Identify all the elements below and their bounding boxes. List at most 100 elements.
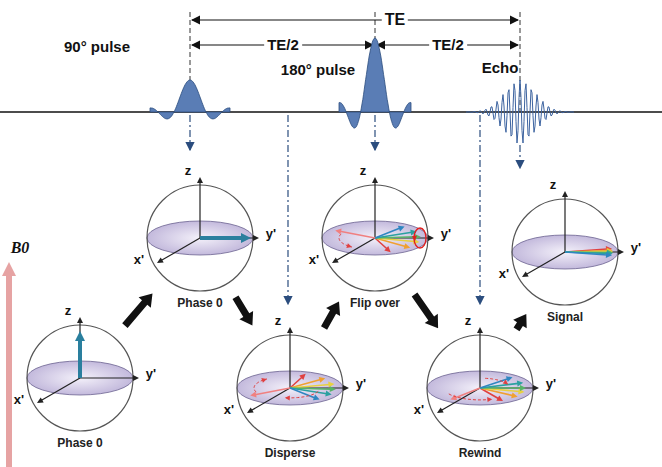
sphere-caption: Phase 0 — [57, 436, 102, 450]
arrowhead — [522, 271, 529, 277]
axis-label: y' — [631, 241, 641, 255]
bloch-sphere-node: Flip over — [320, 183, 430, 293]
arrowhead — [37, 397, 44, 403]
arrowhead — [328, 382, 334, 388]
arrowhead — [511, 392, 518, 398]
arrowhead — [157, 257, 164, 263]
axis-label: y' — [441, 227, 451, 241]
sphere-caption: Disperse — [265, 446, 316, 460]
arrowhead — [520, 385, 526, 391]
arrowhead — [285, 395, 290, 400]
arrowhead — [197, 177, 203, 183]
flow-arrow — [122, 293, 152, 328]
spin-vector — [255, 388, 290, 395]
arrowhead — [428, 235, 434, 241]
arrowhead — [398, 226, 405, 232]
z-axis — [79, 322, 80, 378]
arrowhead — [325, 391, 331, 397]
sphere-drawing — [235, 333, 345, 443]
arrowhead — [606, 252, 612, 258]
dashdot-arrows — [190, 115, 520, 304]
pulse-180 — [339, 38, 411, 128]
bloch-sphere-node: Signal — [510, 197, 620, 307]
arrowhead — [247, 407, 254, 413]
bloch-sphere-node: Disperse — [235, 333, 345, 443]
dimension-label: TE — [382, 11, 408, 29]
axis-label: x' — [309, 253, 319, 267]
axis-label: x' — [14, 393, 24, 407]
arrowhead — [533, 385, 539, 391]
arrowhead — [241, 233, 251, 243]
sphere-drawing — [425, 333, 535, 443]
bloch-sphere-node: Phase 0 — [145, 183, 255, 293]
sphere-drawing — [145, 183, 255, 293]
rf-pulses — [150, 38, 574, 143]
flow-arrow — [412, 293, 438, 329]
arrowhead — [384, 246, 390, 252]
arrowhead — [562, 191, 568, 197]
z-axis — [479, 332, 480, 388]
arrowhead — [412, 236, 417, 241]
sphere-drawing — [25, 323, 135, 433]
spin-vector — [375, 228, 400, 238]
z-axis — [199, 182, 200, 238]
flow-arrow — [233, 295, 254, 325]
dimension-label: TE/2 — [264, 37, 302, 54]
x-axis — [336, 238, 375, 261]
arrowhead — [404, 243, 411, 249]
arrowhead — [253, 235, 259, 241]
bloch-sphere-node: Phase 0 — [25, 323, 135, 433]
axis-label: y' — [546, 377, 556, 391]
arrowhead — [332, 257, 339, 263]
field-label: B0 — [11, 239, 30, 257]
magnetization-vector — [78, 339, 82, 378]
arrowhead — [287, 327, 293, 333]
axis-label: x' — [414, 403, 424, 417]
arrowhead — [77, 317, 83, 323]
arrowhead — [346, 243, 352, 248]
x-axis — [161, 238, 200, 261]
arrowhead — [319, 377, 326, 383]
x-axis — [526, 252, 565, 275]
sphere-caption: Flip over — [350, 296, 400, 310]
te-dimension — [192, 20, 518, 45]
pulse-label: Echo — [482, 60, 519, 77]
arrowhead — [450, 395, 457, 401]
axis-label: x' — [224, 403, 234, 417]
arrowhead — [250, 392, 256, 398]
echo-signal — [466, 80, 574, 143]
spin-vector — [565, 252, 607, 255]
spin-vector — [480, 379, 508, 388]
z-axis — [289, 332, 290, 388]
axis-label: z — [360, 164, 367, 178]
arrowhead — [437, 407, 444, 413]
y-axis — [80, 377, 134, 378]
axis-label: y' — [146, 367, 156, 381]
arrowhead — [335, 229, 341, 235]
axis-label: y' — [266, 227, 276, 241]
b0-arrow — [2, 262, 16, 467]
axis-label: z — [275, 314, 282, 328]
phase-arc — [339, 234, 352, 247]
y-axis — [290, 387, 344, 388]
arrowhead — [503, 380, 509, 385]
arrowhead — [372, 177, 378, 183]
dimension-label: TE/2 — [429, 37, 467, 54]
arrowhead — [506, 376, 513, 382]
arrowhead — [487, 397, 492, 402]
arrowhead — [330, 386, 336, 392]
arrowhead — [299, 374, 305, 380]
pulse-90 — [150, 80, 230, 119]
phase-arc — [485, 378, 508, 384]
x-axis — [251, 388, 290, 411]
y-axis — [375, 237, 429, 238]
axis-label: z — [65, 304, 72, 318]
sphere-drawing — [510, 197, 620, 307]
axis-label: z — [465, 314, 472, 328]
axis-label: z — [185, 164, 192, 178]
arrowhead — [133, 375, 139, 381]
pulse-label: 180° pulse — [281, 62, 355, 79]
arrowhead — [477, 327, 483, 333]
axis-label: z — [550, 178, 557, 192]
sphere-drawing — [320, 183, 430, 293]
